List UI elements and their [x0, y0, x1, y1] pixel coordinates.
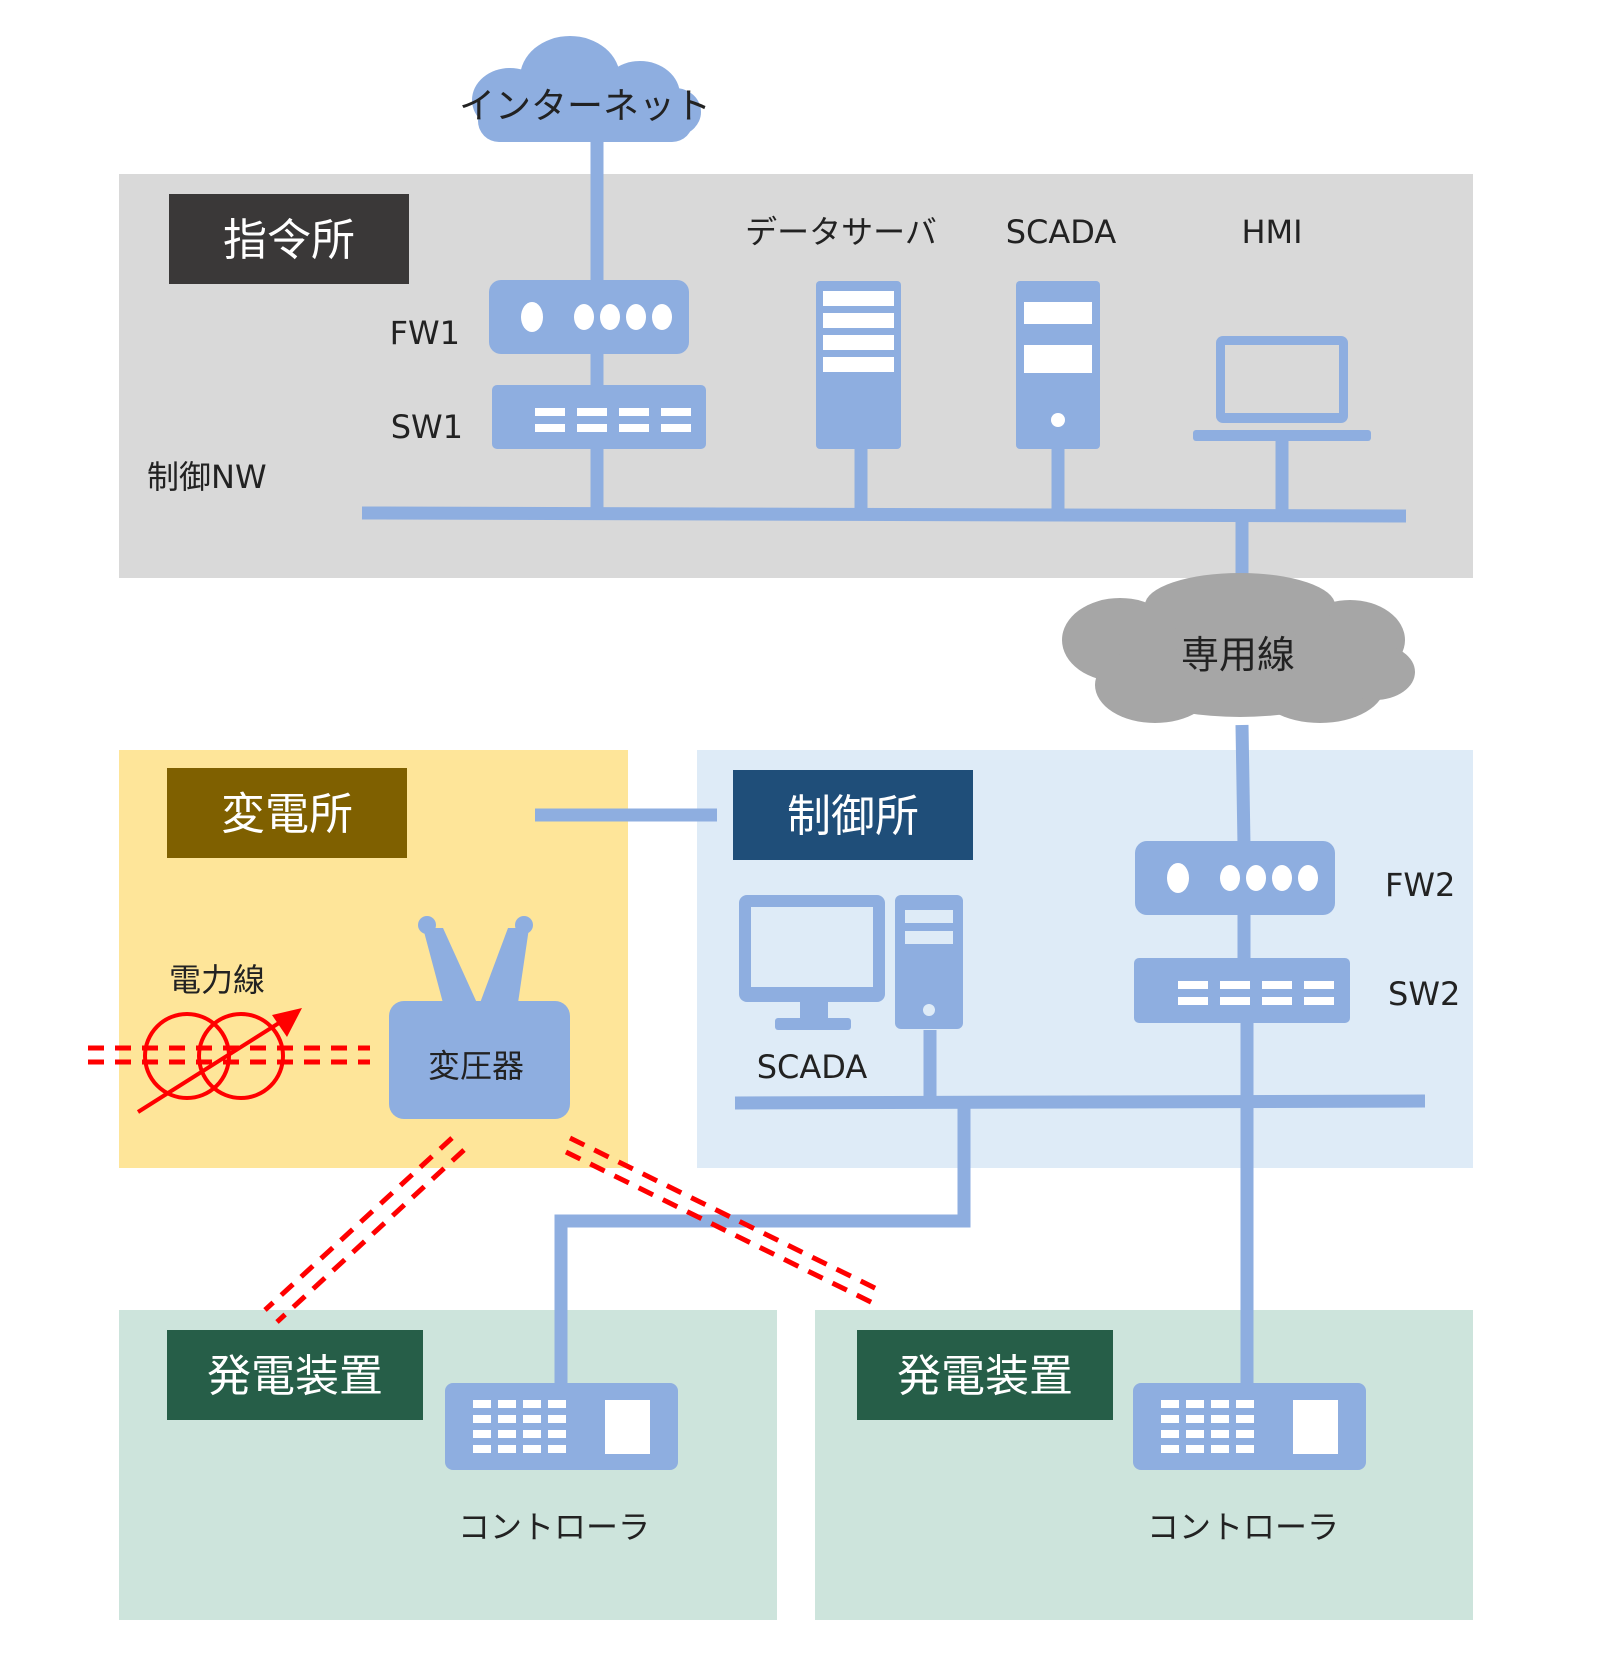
transformer-device-icon: [389, 916, 570, 1119]
control-nw-label: 制御NW: [147, 458, 267, 496]
fw2-device: FW2: [1135, 841, 1455, 915]
transformer-label: 変圧器: [428, 1047, 524, 1085]
firewall-icon: [489, 280, 689, 354]
data-server-label: データサーバ: [745, 213, 937, 251]
transformer-device: 変圧器: [389, 916, 570, 1119]
laptop-icon: [1193, 336, 1371, 441]
controller-icon: [445, 1383, 678, 1470]
sw1-device: SW1: [391, 385, 706, 449]
controller-1-device: コントローラ: [445, 1383, 678, 1546]
switch-icon: [1134, 958, 1350, 1023]
cloud-icon: [472, 36, 701, 142]
hq-title: 指令所: [223, 215, 355, 266]
sw1-label: SW1: [391, 408, 463, 446]
controller-2-label: コントローラ: [1147, 1508, 1339, 1546]
switch-icon: [492, 385, 706, 449]
internet-cloud: インターネット: [459, 36, 711, 142]
hq-scada-label: SCADA: [1006, 213, 1117, 251]
data-server-device: データサーバ: [745, 213, 937, 449]
sw2-device: SW2: [1134, 958, 1460, 1023]
cloud-icon: [1062, 573, 1415, 723]
generator-2-title-box: 発電装置: [857, 1330, 1113, 1420]
server-icon: [816, 281, 901, 449]
hq-scada-device: SCADA: [1006, 213, 1117, 449]
transformer-symbol-icon: [136, 1008, 302, 1114]
hmi-label: HMI: [1241, 213, 1302, 251]
leased-line-cloud: 専用線: [1062, 573, 1415, 723]
controller-icon: [1133, 1383, 1366, 1470]
power-line-label: 電力線: [169, 961, 265, 999]
firewall-icon: [1135, 841, 1335, 915]
fw1-device: FW1: [390, 280, 689, 354]
control-scada-device: SCADA: [739, 895, 963, 1086]
leased-line-label: 専用線: [1181, 633, 1295, 677]
generator-1-title-box: 発電装置: [167, 1330, 423, 1420]
server-icon: [1016, 281, 1100, 449]
generator-2-title: 発電装置: [897, 1351, 1073, 1402]
fw1-label: FW1: [390, 314, 460, 352]
generator-1-title: 発電装置: [207, 1351, 383, 1402]
fw2-label: FW2: [1385, 866, 1455, 904]
substation-title-box: 変電所: [167, 768, 407, 858]
control-scada-label: SCADA: [757, 1048, 868, 1086]
control-center-title-box: 制御所: [733, 770, 973, 860]
hq-title-box: 指令所: [169, 194, 409, 284]
controller-1-label: コントローラ: [458, 1508, 650, 1546]
sw2-label: SW2: [1388, 975, 1460, 1013]
controller-2-device: コントローラ: [1133, 1383, 1366, 1546]
substation-title: 変電所: [221, 789, 353, 840]
control-center-title: 制御所: [787, 791, 919, 842]
hmi-device: HMI: [1193, 213, 1371, 441]
desktop-pc-icon: [739, 895, 963, 1030]
internet-label: インターネット: [459, 86, 711, 127]
